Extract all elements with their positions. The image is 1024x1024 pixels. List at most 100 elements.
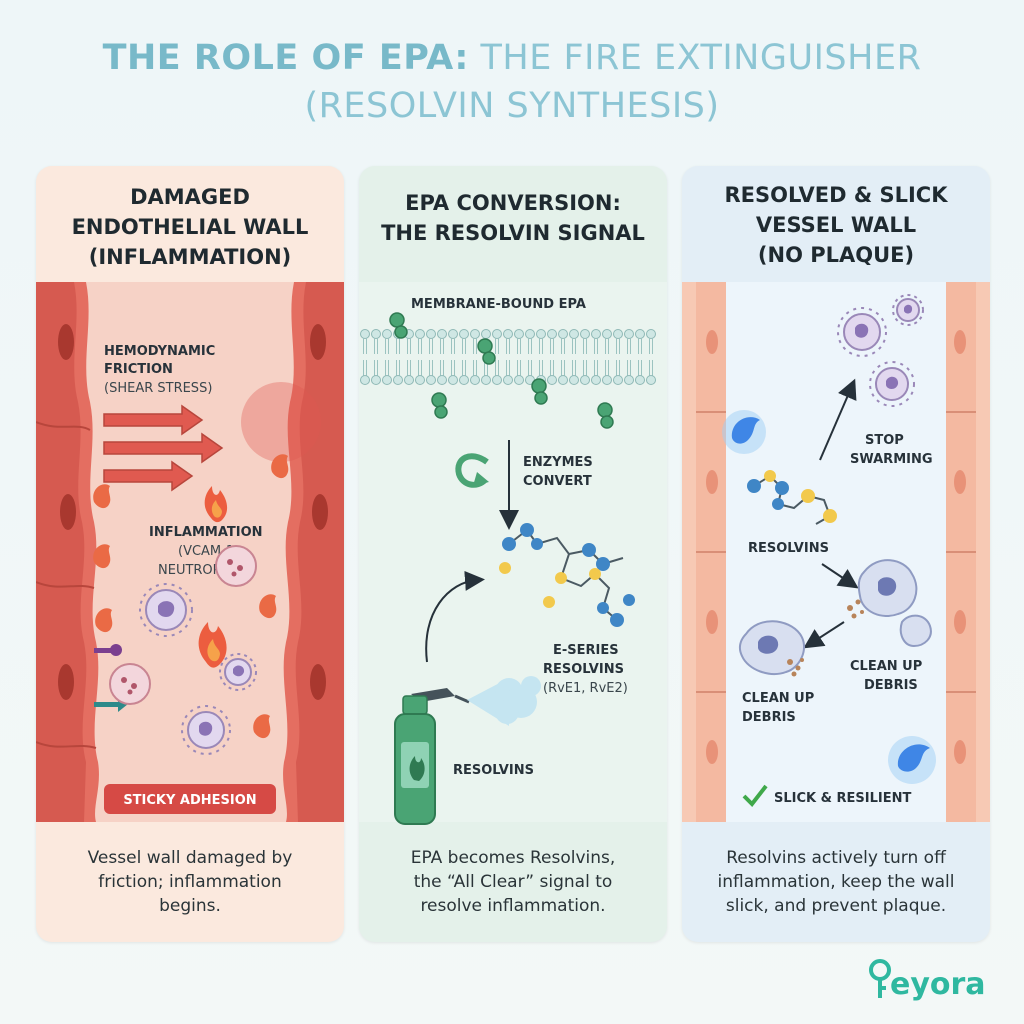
nucleus: [58, 664, 74, 700]
slick-resilient-label: SLICK & RESILIENT: [774, 791, 911, 806]
panel-title-line: THE RESOLVIN SIGNAL: [381, 221, 645, 245]
membrane-label: MEMBRANE-BOUND EPA: [411, 297, 586, 312]
nucleus: [954, 610, 966, 634]
nucleus: [312, 494, 328, 530]
friction-label: HEMODYNAMIC: [104, 344, 215, 359]
lipid-head: [591, 329, 601, 339]
lipid-head: [514, 329, 524, 339]
nucleus: [954, 740, 966, 764]
lipid-head: [624, 329, 634, 339]
lipid-head: [635, 375, 645, 385]
page-title: THE ROLE OF EPA: THE FIRE EXTINGUISHER (…: [0, 34, 1024, 130]
e-series-label: E-SERIES: [553, 643, 619, 658]
debris: [787, 658, 804, 677]
lipid-head: [415, 375, 425, 385]
lipid-head: [492, 375, 502, 385]
friction-arrows: [103, 404, 224, 492]
panel-title-line: VESSEL WALL: [755, 213, 917, 237]
arrow-icon: [103, 404, 204, 436]
arrow-to-macrophage: [821, 563, 859, 589]
clean-up-label: CLEAN UP: [850, 659, 922, 674]
lipid-head: [624, 375, 634, 385]
neutrophil-cell: [869, 361, 915, 407]
clean-up-label: CLEAN UP: [742, 691, 814, 706]
neutrophil-cell: [139, 583, 193, 637]
lipid-head: [492, 329, 502, 339]
arrow-icon: [103, 432, 224, 464]
lipid-head: [426, 329, 436, 339]
lipid-head: [481, 329, 491, 339]
nucleus: [310, 664, 326, 700]
lipid-head: [382, 375, 392, 385]
arrow-to-macrophage-2: [803, 621, 845, 649]
lipid-head: [536, 329, 546, 339]
caption-line: friction; inflammation: [98, 872, 282, 892]
neutrophil-cell: [892, 294, 924, 326]
blue-flame-icon: [888, 736, 936, 784]
monocyte-cell: [109, 663, 151, 705]
lipid-head: [448, 329, 458, 339]
panel-title-line: (NO PLAQUE): [757, 243, 915, 267]
neutrophil-cell: [219, 653, 257, 691]
debris: [847, 599, 864, 619]
neutrophil-cell: [837, 307, 887, 357]
lipid-head: [547, 375, 557, 385]
nucleus: [706, 610, 718, 634]
lipid-head: [437, 375, 447, 385]
resolvin-atoms: [499, 523, 635, 627]
macrophage-cell: [857, 559, 918, 617]
flame-icon: [93, 454, 289, 739]
lipid-head: [635, 329, 645, 339]
lipid-head: [437, 329, 447, 339]
arrow-to-neutrophils: [819, 378, 857, 461]
flame-icon: [198, 622, 227, 668]
panel-resolved-wall: RESOLVED & SLICK VESSEL WALL (NO PLAQUE): [682, 166, 990, 942]
caption-line: begins.: [159, 896, 221, 916]
resolvins-label: RESOLVINS: [748, 541, 829, 556]
lipid-head: [393, 375, 403, 385]
lipid-head: [613, 329, 623, 339]
keyora-logo: eyora: [869, 959, 986, 1002]
lipid-head: [503, 329, 513, 339]
lipid-head: [481, 375, 491, 385]
lipid-head: [547, 329, 557, 339]
spray-cloud: [467, 676, 541, 726]
nucleus: [706, 330, 718, 354]
panel-title-line: RESOLVED & SLICK: [724, 183, 948, 207]
resolvins-label: RESOLVINS: [453, 763, 534, 778]
lipid-head: [613, 375, 623, 385]
nucleus: [954, 470, 966, 494]
enzymes-label: ENZYMES: [523, 455, 593, 470]
left-vessel-wall: [682, 282, 726, 822]
lipid-head: [569, 329, 579, 339]
lipid-head: [470, 375, 480, 385]
title-line2: (RESOLVIN SYNTHESIS): [304, 86, 720, 126]
nucleus: [310, 324, 326, 360]
lipid-head: [558, 375, 568, 385]
stop-swarming-label: SWARMING: [850, 452, 933, 467]
panel-title-line: (INFLAMMATION): [88, 245, 292, 269]
caption-line: EPA becomes Resolvins,: [410, 848, 616, 868]
lipid-head: [580, 329, 590, 339]
lipid-head: [470, 329, 480, 339]
clean-up-label: DEBRIS: [864, 678, 918, 693]
bound-epa-molecules: [389, 312, 614, 429]
nucleus: [60, 494, 76, 530]
right-vessel-wall: [241, 282, 344, 822]
macrophage-cell: [899, 614, 932, 648]
caption-line: Resolvins actively turn off: [726, 848, 946, 868]
enzymes-label: CONVERT: [523, 474, 592, 489]
title-rest: THE FIRE EXTINGUISHER: [480, 38, 922, 78]
monocyte-cell: [215, 545, 257, 587]
lipid-head: [415, 329, 425, 339]
sticky-adhesion-badge: STICKY ADHESION: [104, 784, 276, 814]
blue-flame-icon: [722, 410, 766, 454]
panel-title: DAMAGED ENDOTHELIAL WALL (INFLAMMATION): [36, 182, 344, 272]
lipid-head: [646, 329, 656, 339]
resolvin-atoms: [747, 470, 837, 523]
curved-arrow: [425, 570, 485, 663]
caption-line: Vessel wall damaged by: [87, 848, 293, 868]
checkmark-icon: [742, 784, 768, 808]
lipid-head: [360, 375, 370, 385]
nucleus: [58, 324, 74, 360]
